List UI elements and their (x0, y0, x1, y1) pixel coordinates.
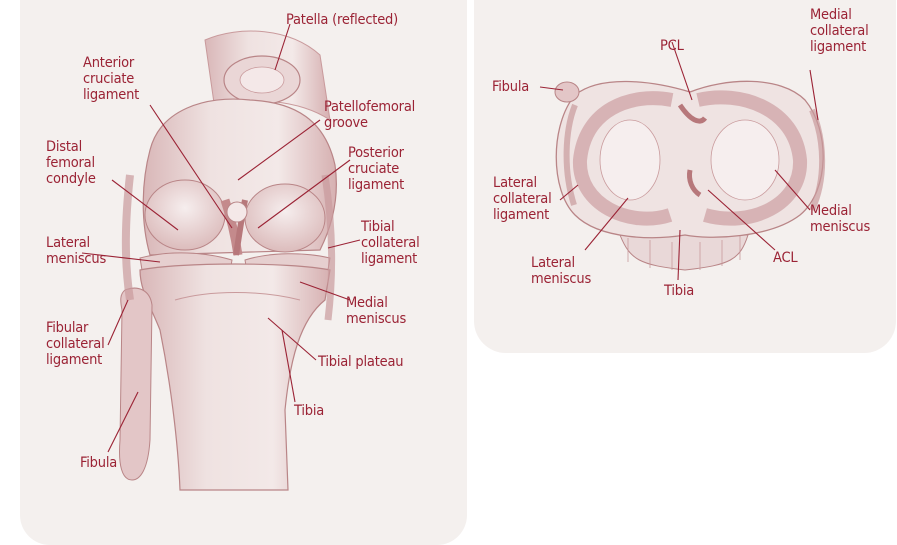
label-tibia: Tibia (294, 403, 324, 419)
tibial-plateau-illustration (555, 81, 823, 270)
label-patellofemoral-groove: Patellofemoral groove (324, 99, 415, 131)
label-lateral-meniscus: Lateral meniscus (46, 235, 106, 267)
label-fibula: Fibula (80, 455, 117, 471)
lateral-condyle-shape (145, 180, 225, 250)
label-anterior-cruciate-ligament: Anterior cruciate ligament (83, 55, 139, 103)
knee-front-illustration (120, 31, 337, 490)
label-medial-collateral-ligament: Medial collateral ligament (810, 7, 869, 55)
label-tibial-collateral-ligament: Tibial collateral ligament (361, 219, 420, 267)
label-medial-meniscus-top-view: Medial meniscus (810, 203, 870, 235)
label-lateral-collateral-ligament: Lateral collateral ligament (493, 175, 552, 223)
label-patella: Patella (reflected) (286, 12, 398, 28)
label-tibial-plateau: Tibial plateau (318, 354, 403, 370)
label-medial-meniscus: Medial meniscus (346, 295, 406, 327)
label-acl: ACL (773, 250, 797, 266)
label-distal-femoral-condyle: Distal femoral condyle (46, 139, 96, 187)
label-fibula-top-view: Fibula (492, 79, 529, 95)
medial-condyle-shape (245, 184, 325, 252)
label-fibular-collateral-ligament: Fibular collateral ligament (46, 320, 105, 368)
label-pcl: PCL (660, 38, 684, 54)
label-tibia-top-view: Tibia (664, 283, 694, 299)
label-posterior-cruciate-ligament: Posterior cruciate ligament (348, 145, 404, 193)
label-lateral-meniscus-top-view: Lateral meniscus (531, 255, 591, 287)
